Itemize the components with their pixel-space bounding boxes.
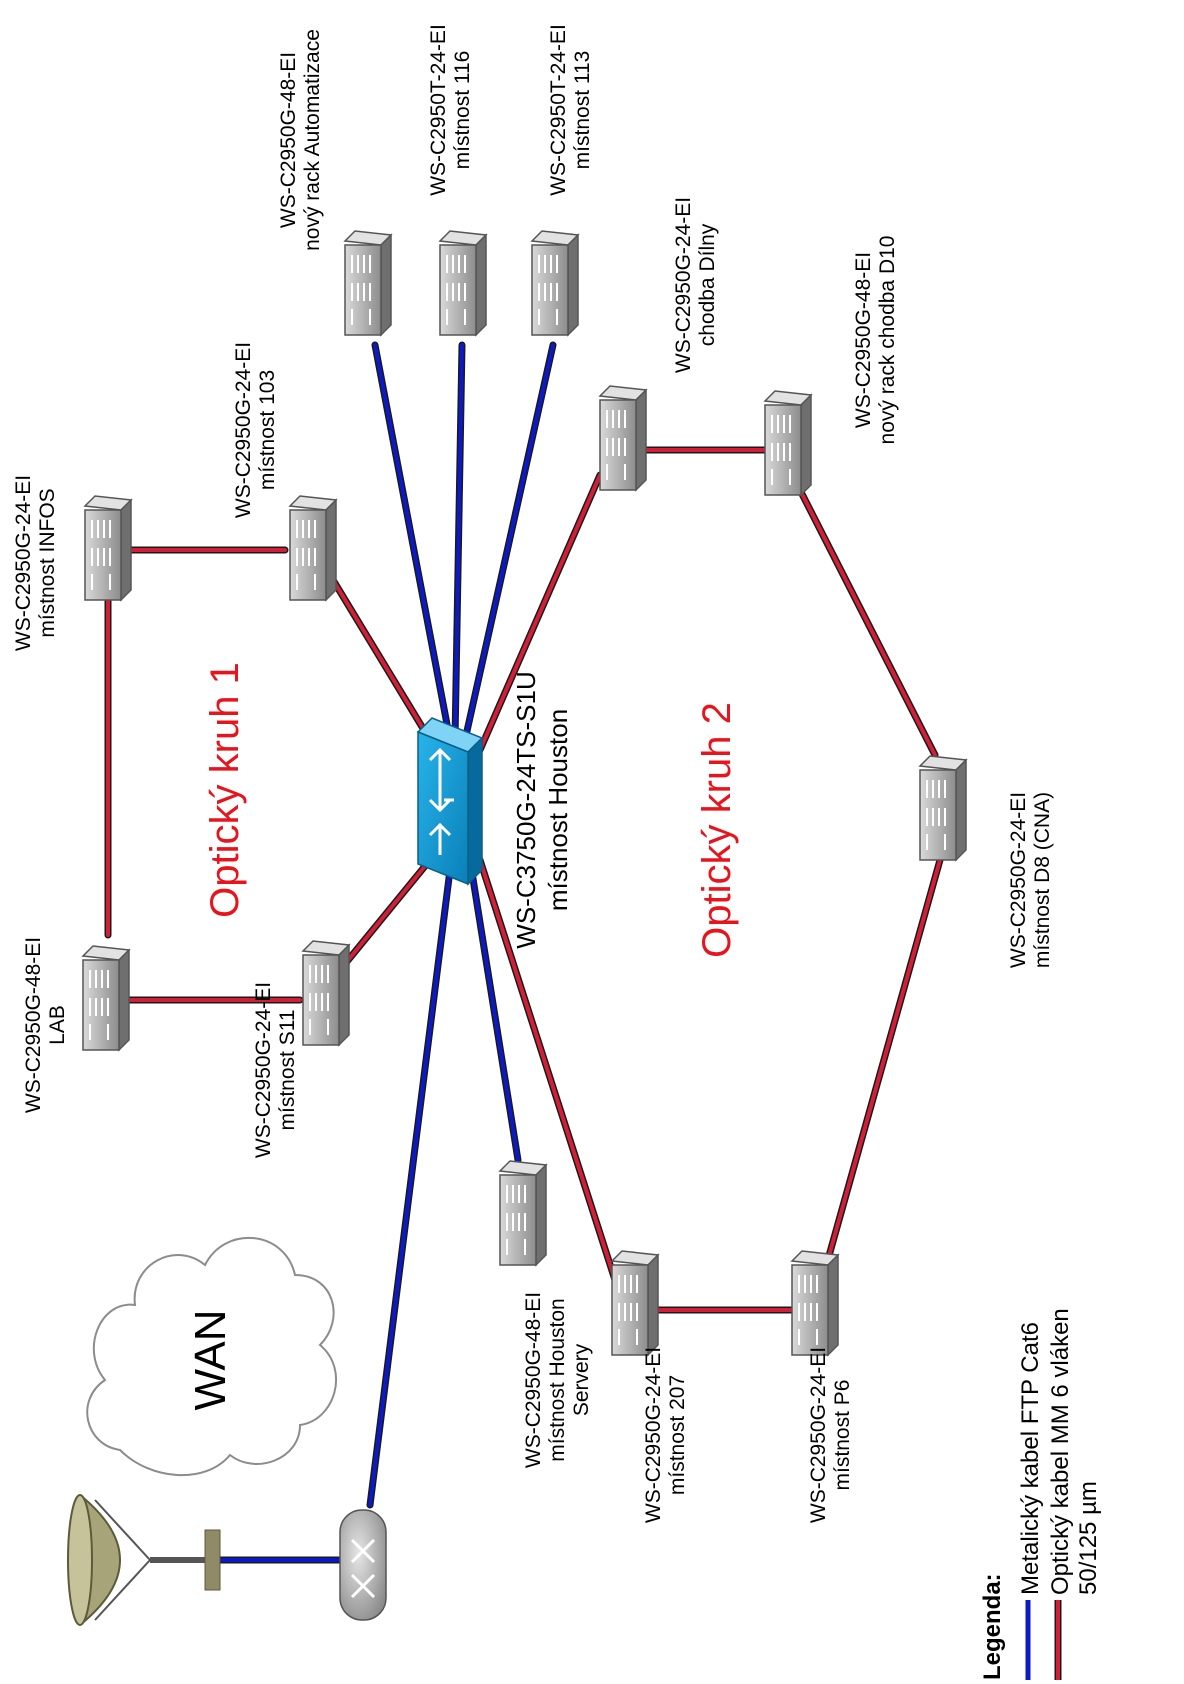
legend-copper-label: Metalický kabel FTP Cat6: [1017, 1322, 1044, 1595]
link-116: [453, 343, 464, 742]
switch-s11-place: místnost S11: [276, 1010, 299, 1131]
switch-s11-model: WS-C2950G-24-EI: [252, 982, 275, 1158]
switch-auto-place: nový rack Automatizace: [301, 29, 324, 251]
switch-dilny-model: WS-C2950G-24-EI: [672, 197, 695, 373]
switch-icon: [439, 230, 487, 336]
link-s11-core: [338, 858, 432, 972]
switch-103-model: WS-C2950G-24-EI: [232, 342, 255, 518]
switch-icon: [611, 1250, 659, 1356]
switch-servery-place: místnost Houston: [546, 1298, 569, 1461]
copper-links: [216, 341, 557, 1564]
switch-116-place: místnost 116: [451, 51, 474, 170]
switch-servery-place2: Servery: [570, 1343, 593, 1416]
switch-p6-model: WS-C2950G-24-EI: [807, 1347, 830, 1523]
switch-icon: [919, 755, 967, 861]
switch-207-model: WS-C2950G-24-EI: [642, 1347, 665, 1523]
router-icon: [339, 1509, 387, 1621]
switch-icon: [531, 230, 579, 336]
switch-icon: [289, 495, 337, 601]
fiber-links: [104, 446, 944, 1314]
switch-infos-model: WS-C2950G-24-EI: [12, 475, 35, 651]
legend-fiber-label-2: 50/125 µm: [1075, 1481, 1102, 1595]
switch-icon: [499, 1160, 547, 1266]
switch-icon: [599, 385, 647, 491]
switch-d8-place: místnost D8 (CNA): [1031, 792, 1054, 968]
switch-auto-model: WS-C2950G-48-EI: [277, 52, 300, 228]
link-automatizace: [373, 343, 452, 742]
legend-fiber-label: Optický kabel MM 6 vláken: [1047, 1308, 1074, 1595]
link-103-core: [328, 573, 432, 742]
core-switch-icon: [416, 717, 484, 886]
wan-cloud-icon: [86, 1236, 337, 1476]
switch-icon: [344, 230, 392, 336]
switch-d10-place: nový rack chodba D10: [876, 236, 899, 445]
legend: Legenda: Metalický kabel FTP Cat6 Optick…: [979, 1308, 1102, 1680]
ring-2-label: Optický kruh 2: [695, 702, 739, 958]
wan-label: WAN: [186, 1309, 235, 1410]
switch-103-place: místnost 103: [256, 370, 279, 490]
link-113: [463, 343, 555, 742]
core-switch-place: místnost Houston: [543, 709, 573, 911]
switch-icon: [791, 1250, 839, 1356]
switch-116-model: WS-C2950T-24-EI: [427, 24, 450, 196]
switch-icon: [84, 495, 132, 601]
link-d8-p6: [823, 858, 942, 1272]
switch-infos-place: místnost INFOS: [36, 488, 59, 637]
switch-icon: [82, 945, 130, 1051]
core-switch-model: WS-C3750G-24TS-S1U: [511, 671, 541, 948]
switch-113-place: místnost 113: [571, 51, 594, 170]
link-servery: [468, 858, 520, 1162]
satellite-dish-icon: [67, 1494, 221, 1626]
switch-113-model: WS-C2950T-24-EI: [547, 24, 570, 196]
switch-p6-place: místnost P6: [831, 1380, 854, 1491]
switch-icon: [302, 940, 350, 1046]
link-wan-router: [368, 868, 452, 1507]
switch-d8-model: WS-C2950G-24-EI: [1007, 792, 1030, 968]
link-core-dilny: [478, 473, 602, 752]
switch-icon: [764, 390, 812, 496]
legend-title: Legenda:: [979, 1573, 1006, 1680]
link-core-207: [478, 858, 617, 1282]
switch-servery-model: WS-C2950G-48-EI: [522, 1292, 545, 1468]
ring-1-label: Optický kruh 1: [203, 662, 247, 918]
switch-dilny-place: chodba Dílny: [696, 223, 719, 346]
switch-lab-model: WS-C2950G-48-EI: [22, 937, 45, 1113]
switch-d10-model: WS-C2950G-48-EI: [852, 252, 875, 428]
switch-lab-place: LAB: [46, 1005, 69, 1045]
link-d10-d8: [798, 488, 937, 757]
labels: WS-C2950G-24-EI místnost INFOS WS-C2950G…: [12, 24, 1054, 1523]
switch-207-place: místnost 207: [666, 1375, 689, 1495]
